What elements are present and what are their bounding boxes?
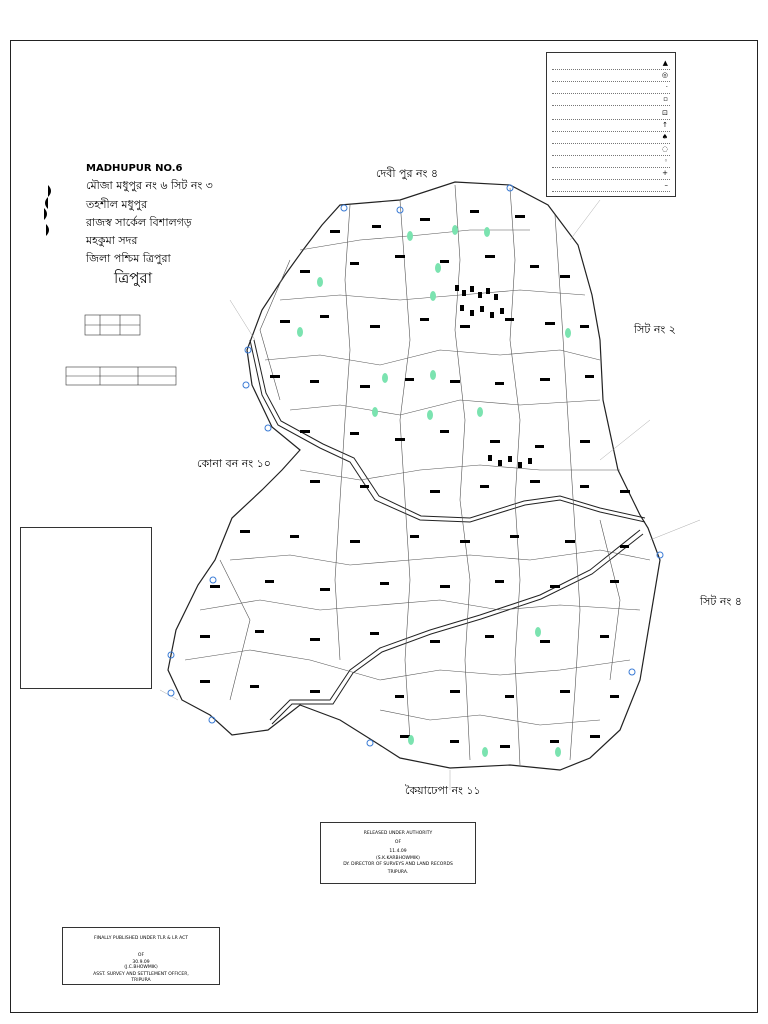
- plot-numbers: [200, 210, 630, 748]
- revenue-circle-label: রাজস্ব সার্কেল বিশালগড়: [86, 216, 192, 229]
- margin-marks: [44, 185, 51, 236]
- legend-row: –: [552, 181, 670, 192]
- boundary-pillar-icon: [628, 668, 636, 676]
- released-line-1: RELEASED UNDER AUTHORITY: [363, 831, 433, 836]
- tree-icon: [407, 231, 413, 241]
- state-label: ত্রিপুরা: [114, 269, 153, 287]
- finally-line-5: ASST. SURVEY AND SETTLEMENT OFFICER,: [93, 972, 189, 977]
- subdivision-label: মহকুমা সদর: [86, 234, 138, 247]
- main-road: [249, 339, 646, 523]
- finally-line-2: OF: [137, 953, 145, 958]
- mauza-label: মৌজা মধুপুর নং ৬ সিট নং ৩: [86, 179, 213, 192]
- boundary-pillar-icon: [244, 346, 252, 354]
- finally-published-stamp: FINALLY PUBLISHED UNDER TLR & LR ACT OF …: [62, 927, 220, 985]
- north-arrow-icon: ▲: [662, 59, 668, 67]
- legend-row: ▫: [552, 95, 670, 106]
- map-title: MADHUPUR NO.6: [86, 163, 183, 174]
- boundary-pillar-icon: [340, 204, 348, 212]
- tree-icon: [555, 747, 561, 757]
- boundary-pillars: [167, 184, 664, 747]
- tree-icon: [435, 263, 441, 273]
- tree-icon: [430, 370, 436, 380]
- tree-icon: [477, 407, 483, 417]
- boundary-pillar-icon: [506, 184, 514, 192]
- tree-icon: [408, 735, 414, 745]
- tree-icon: [452, 225, 458, 235]
- legend-row: ·: [552, 83, 670, 94]
- legend-row: ▲: [552, 59, 670, 70]
- legend-row: ♠: [552, 133, 670, 144]
- adjacent-south: কৈয়াঢেপা নং ১১: [405, 784, 481, 797]
- map-frame: [10, 40, 758, 1013]
- legend-row: ◌: [552, 145, 670, 156]
- boundary-pillar-icon: [242, 381, 250, 389]
- boundary-pillar-icon: [264, 424, 272, 432]
- legend-box: ▲ ◎ · ▫ ⊡ ↑ ♠ ◌ ◦ + –: [546, 52, 676, 197]
- tree-icon: [297, 327, 303, 337]
- legend-row: ◎: [552, 71, 670, 82]
- adjacent-east: সিট নং ২: [634, 323, 676, 336]
- tree-icon: [482, 747, 488, 757]
- tree-icon: [484, 227, 490, 237]
- legend-row: ◦: [552, 157, 670, 168]
- tahsil-label: তহশীল মধুপুর: [86, 198, 148, 211]
- tree-icon: [372, 407, 378, 417]
- parcel-lines: [184, 184, 651, 766]
- tree-icons: [297, 225, 571, 757]
- released-stamp: RELEASED UNDER AUTHORITY OF 11.4.09 (S.K…: [320, 822, 476, 884]
- boundary-pillar-icon: [396, 206, 404, 214]
- tree-icon: [317, 277, 323, 287]
- boundary-pillar-icon: [366, 739, 374, 747]
- adjacent-north: দেবী পুর নং ৪: [376, 167, 438, 180]
- survey-notes-box: [20, 527, 152, 689]
- tree-icon: [427, 410, 433, 420]
- legend-row: ⊡: [552, 109, 670, 120]
- district-label: জিলা পশ্চিম ত্রিপুরা: [86, 252, 171, 265]
- boundary-pillar-icon: [208, 716, 216, 724]
- tree-icon: [430, 291, 436, 301]
- released-line-6: TRIPURA.: [387, 870, 409, 875]
- legend-row: +: [552, 169, 670, 180]
- adjacent-southeast: সিট নং ৪: [700, 595, 742, 608]
- legend-row: ↑: [552, 121, 670, 132]
- village-boundary: [167, 181, 661, 771]
- tree-icon: [382, 373, 388, 383]
- boundary-pillar-icon: [167, 651, 175, 659]
- released-line-3: 11.4.09: [389, 849, 407, 854]
- boundary-pillar-icon: [656, 551, 664, 559]
- finally-line-3: 30.9.09: [132, 960, 150, 965]
- finally-line-4: (J.C.BHOWMIK): [124, 965, 158, 970]
- tree-icon: [535, 627, 541, 637]
- tree-icon: [565, 328, 571, 338]
- released-line-4: (S.K.KARBHOWMIK): [376, 856, 420, 861]
- boundary-pillar-icon: [209, 576, 217, 584]
- released-line-5: DY. DIRECTOR OF SURVEYS AND LAND RECORDS: [343, 862, 453, 867]
- finally-line-1: FINALLY PUBLISHED UNDER TLR & LR ACT: [93, 936, 189, 941]
- scale-bars: [65, 314, 177, 386]
- released-line-2: OF: [394, 840, 402, 845]
- boundary-pillar-icon: [167, 689, 175, 697]
- adjacent-west: কোনা বন নং ১০: [197, 457, 271, 470]
- secondary-road: [269, 529, 641, 721]
- finally-line-6: TRIPURA: [131, 978, 151, 983]
